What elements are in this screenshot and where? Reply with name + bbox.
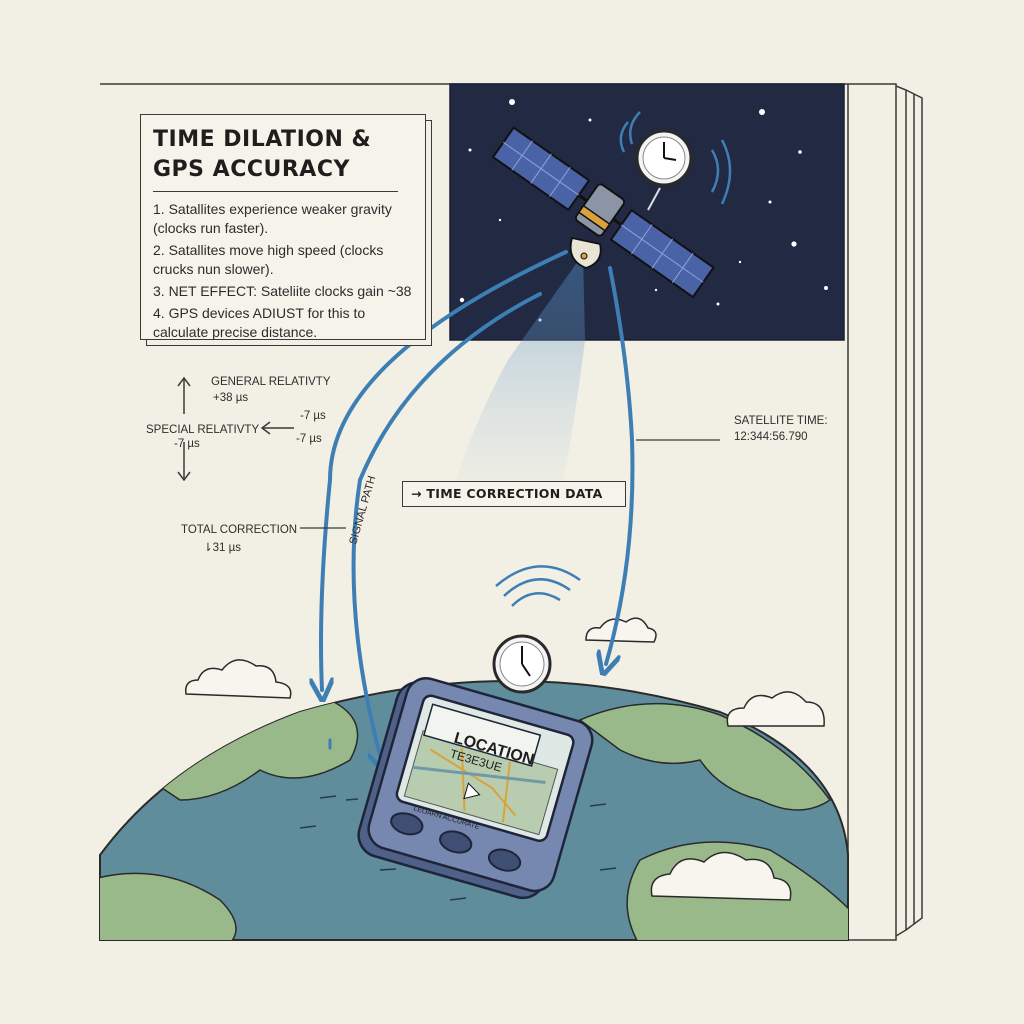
clouds — [185, 617, 825, 901]
general-relativity-label: GENERAL RELATIVTY — [211, 376, 331, 388]
title-divider — [153, 191, 398, 192]
time-correction-data-label: → TIME CORRECTION DATA — [402, 481, 626, 507]
info-item-1: 1. Satallites experience weaker gravity … — [153, 201, 392, 236]
general-relativity-value: +38 µs — [213, 392, 249, 404]
info-list: 1. Satallites experience weaker gravity … — [153, 200, 413, 342]
satellite-icon — [491, 126, 715, 299]
signal-path-label: SIGNAL PATH — [347, 475, 378, 546]
total-correction-value: ⇂31 µs — [203, 542, 241, 554]
satellite-clock-icon — [619, 111, 732, 211]
gps-device — [357, 677, 594, 900]
special-relativity-value: -7 µs — [174, 438, 200, 450]
leader-lines — [300, 439, 720, 529]
info-item-4: 4. GPS devices ADIUST for this to calcul… — [153, 305, 366, 340]
info-item-2: 2. Satallites move high speed (clocks cr… — [153, 242, 384, 277]
info-item-3: 3. NET EFFECT: Sateliite clocks gain ~38 — [153, 283, 412, 299]
space-panel — [449, 83, 845, 341]
signal-beam — [450, 254, 585, 500]
special-relativity-label: SPECIAL RELATIVTY — [146, 424, 260, 436]
device-clock-icon — [492, 565, 581, 694]
page-title: TIME DILATION & GPS ACCURACY — [153, 127, 372, 182]
special-arrow-value-2: -7 µs — [296, 433, 322, 445]
satellite-time-label: SATELLITE TIME: — [734, 415, 828, 427]
total-correction-label: TOTAL CORRECTION — [181, 524, 298, 536]
signal-path-arrows — [321, 250, 635, 762]
special-arrow-value-1: -7 µs — [300, 410, 326, 422]
satellite-dish-icon — [569, 236, 602, 269]
relativity-arrows — [177, 376, 294, 482]
satellite-time-value: 12:344:56.790 — [734, 431, 808, 443]
info-panel: TIME DILATION & GPS ACCURACY 1. Satallit… — [140, 114, 426, 340]
